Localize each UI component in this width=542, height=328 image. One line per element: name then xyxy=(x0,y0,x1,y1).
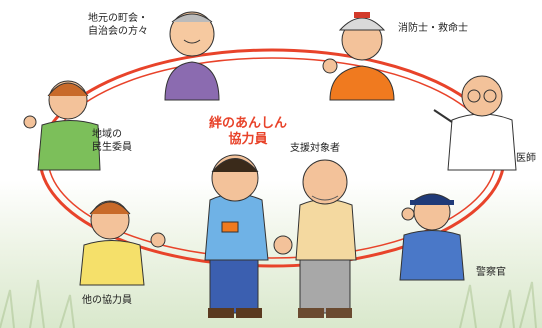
label-firefighter: 消防士・救命士 xyxy=(398,23,468,34)
label-doctor: 医師 xyxy=(516,153,536,164)
label-supported-person: 支援対象者 xyxy=(290,143,340,154)
label-police: 警察官 xyxy=(476,267,506,278)
supported-person-figure xyxy=(295,159,357,318)
handshake-hands xyxy=(273,235,293,255)
grass-background xyxy=(0,279,537,328)
cooperating-volunteer-figure xyxy=(204,154,269,318)
neighborhood-person-figure xyxy=(164,11,220,101)
label-other-volunteers: 他の協力員 xyxy=(82,295,132,306)
firefighter-figure xyxy=(322,12,395,101)
label-neighborhood-association: 地元の町会・ 自治会の方々 xyxy=(88,13,148,37)
label-community-commissioner: 地域の 民生委員 xyxy=(92,129,132,153)
police-officer-figure xyxy=(399,193,465,281)
other-volunteer-figure xyxy=(79,200,166,286)
doctor-figure xyxy=(433,75,517,171)
center-title: 絆のあんしん 協力員 xyxy=(208,116,287,147)
community-commissioner-figure xyxy=(23,80,101,171)
